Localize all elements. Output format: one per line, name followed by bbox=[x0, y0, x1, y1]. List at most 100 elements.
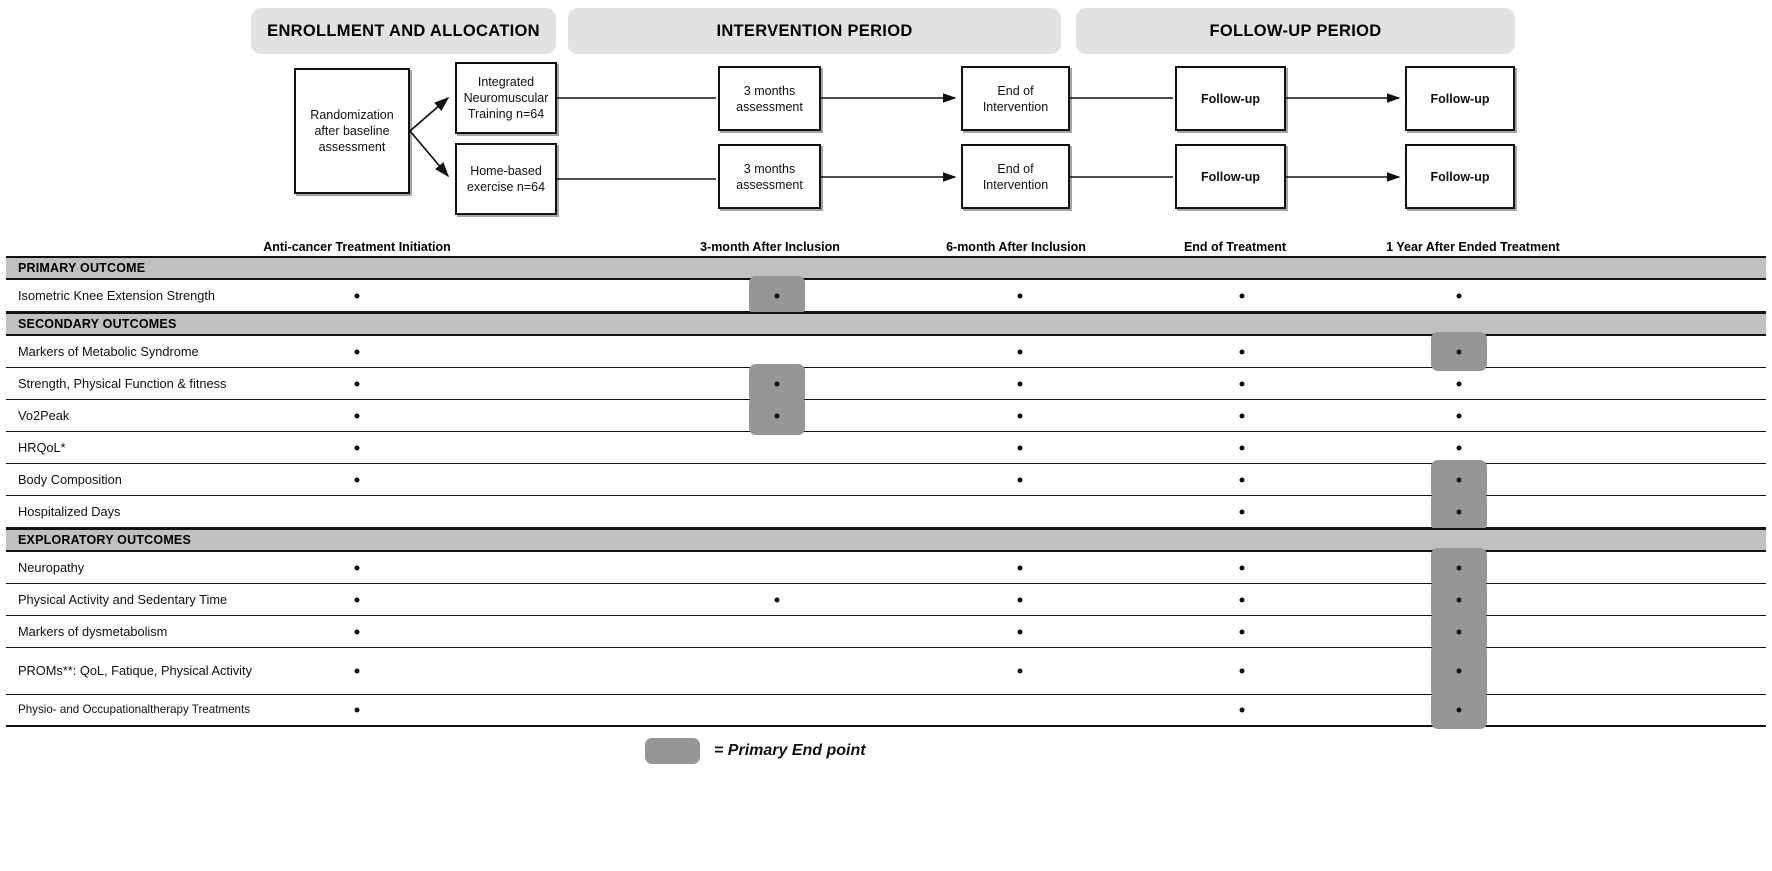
assessment-dot bbox=[1456, 668, 1462, 674]
flow-node-followup2-arm2: Follow-up bbox=[1405, 144, 1515, 209]
assessment-dot bbox=[1239, 597, 1245, 602]
assessment-dot bbox=[1239, 707, 1245, 713]
assessment-dot bbox=[1017, 668, 1023, 674]
flow-node-followup2-arm1: Follow-up bbox=[1405, 66, 1515, 131]
assessment-dot bbox=[774, 413, 780, 418]
assessment-dot bbox=[774, 597, 780, 602]
assessment-dot bbox=[354, 293, 360, 298]
timepoint-label-baseline: Anti-cancer Treatment Initiation bbox=[263, 240, 451, 254]
schedule-row: Physical Activity and Sedentary Time bbox=[6, 580, 1766, 619]
schedule-row: Physio- and Occupationaltherapy Treatmen… bbox=[6, 691, 1766, 729]
flow-node-end-intervention-arm1: End of Intervention bbox=[961, 66, 1070, 131]
schedule-row-label: Markers of dysmetabolism bbox=[18, 623, 168, 639]
timepoint-label-row: Anti-cancer Treatment Initiation 3-month… bbox=[0, 240, 1772, 262]
flow-node-arm-control: Home-based exercise n=64 bbox=[455, 143, 557, 215]
outcome-schedule-table: PRIMARY OUTCOME Isometric Knee Extension … bbox=[6, 256, 1766, 729]
timepoint-label-end-treatment: End of Treatment bbox=[1183, 240, 1287, 254]
assessment-dot bbox=[1017, 629, 1023, 634]
legend-swatch-primary-endpoint bbox=[645, 738, 700, 764]
assessment-dot bbox=[1239, 293, 1245, 298]
flow-node-3month-arm1: 3 months assessment bbox=[718, 66, 821, 131]
assessment-dot bbox=[354, 565, 360, 570]
assessment-dot bbox=[354, 445, 360, 450]
schedule-row: Neuropathy bbox=[6, 548, 1766, 587]
schedule-row-label: PROMs**: QoL, Fatique, Physical Activity bbox=[18, 663, 252, 678]
assessment-dot bbox=[1239, 477, 1245, 482]
schedule-section-title: PRIMARY OUTCOME bbox=[18, 261, 146, 275]
flow-node-3month-arm2: 3 months assessment bbox=[718, 144, 821, 209]
schedule-row-label: Physio- and Occupationaltherapy Treatmen… bbox=[18, 702, 250, 716]
schedule-row-label: Vo2Peak bbox=[18, 407, 70, 423]
assessment-dot bbox=[1456, 597, 1462, 602]
assessment-dot bbox=[774, 293, 780, 298]
assessment-dot bbox=[354, 668, 360, 674]
schedule-row-label: Physical Activity and Sedentary Time bbox=[18, 591, 228, 607]
assessment-dot bbox=[1239, 565, 1245, 570]
assessment-dot bbox=[354, 381, 360, 386]
assessment-dot bbox=[1017, 293, 1023, 298]
assessment-dot bbox=[1239, 445, 1245, 450]
assessment-dot bbox=[1017, 597, 1023, 602]
assessment-dot bbox=[1456, 445, 1462, 450]
assessment-dot bbox=[1456, 381, 1462, 386]
assessment-dot bbox=[1239, 509, 1245, 514]
assessment-dot bbox=[1456, 565, 1462, 570]
schedule-section-header: PRIMARY OUTCOME bbox=[6, 256, 1766, 280]
assessment-dot bbox=[354, 477, 360, 482]
legend: = Primary End point bbox=[645, 738, 866, 764]
flow-node-followup1-arm1: Follow-up bbox=[1175, 66, 1286, 131]
phase-banner-followup: FOLLOW-UP PERIOD bbox=[1076, 8, 1515, 54]
schedule-section-header: EXPLORATORY OUTCOMES bbox=[6, 528, 1766, 552]
schedule-row: Vo2Peak bbox=[6, 396, 1766, 435]
schedule-row-label: Hospitalized Days bbox=[18, 503, 121, 519]
timepoint-label-6month: 6-month After Inclusion bbox=[946, 240, 1086, 254]
study-flow-diagram: Randomization after baseline assessment … bbox=[0, 56, 1772, 236]
assessment-dot bbox=[1017, 413, 1023, 418]
assessment-dot bbox=[1456, 413, 1462, 418]
assessment-dot bbox=[1239, 413, 1245, 418]
schedule-section-title: SECONDARY OUTCOMES bbox=[18, 317, 177, 331]
assessment-dot bbox=[354, 597, 360, 602]
assessment-dot bbox=[354, 349, 360, 354]
flow-node-arm-intervention: Integrated Neuromuscular Training n=64 bbox=[455, 62, 557, 134]
schedule-row-label: HRQoL* bbox=[18, 439, 66, 455]
flow-node-followup1-arm2: Follow-up bbox=[1175, 144, 1286, 209]
assessment-dot bbox=[1239, 629, 1245, 634]
assessment-dot bbox=[1456, 293, 1462, 298]
phase-banner-intervention: INTERVENTION PERIOD bbox=[568, 8, 1061, 54]
schedule-row: Body Composition bbox=[6, 460, 1766, 499]
schedule-row: Markers of dysmetabolism bbox=[6, 612, 1766, 651]
schedule-row: Hospitalized Days bbox=[6, 492, 1766, 531]
flow-node-end-intervention-arm2: End of Intervention bbox=[961, 144, 1070, 209]
assessment-dot bbox=[1017, 445, 1023, 450]
assessment-dot bbox=[1456, 707, 1462, 713]
schedule-section-title: EXPLORATORY OUTCOMES bbox=[18, 533, 192, 547]
schedule-row-label: Isometric Knee Extension Strength bbox=[18, 287, 216, 303]
schedule-row-label: Strength, Physical Function & fitness bbox=[18, 375, 227, 391]
schedule-row: HRQoL* bbox=[6, 432, 1766, 464]
assessment-dot bbox=[1456, 477, 1462, 482]
legend-label: = Primary End point bbox=[714, 742, 866, 759]
assessment-dot bbox=[1017, 477, 1023, 482]
assessment-dot bbox=[1017, 565, 1023, 570]
assessment-dot bbox=[1456, 629, 1462, 634]
schedule-row-label: Neuropathy bbox=[18, 559, 85, 575]
assessment-dot bbox=[1017, 349, 1023, 354]
schedule-row: Isometric Knee Extension Strength bbox=[6, 276, 1766, 315]
flow-node-randomization: Randomization after baseline assessment bbox=[294, 68, 410, 194]
timepoint-label-3month: 3-month After Inclusion bbox=[700, 240, 840, 254]
schedule-row: Markers of Metabolic Syndrome bbox=[6, 332, 1766, 371]
assessment-dot bbox=[1456, 509, 1462, 514]
schedule-row: Strength, Physical Function & fitness bbox=[6, 364, 1766, 403]
assessment-dot bbox=[1239, 668, 1245, 674]
assessment-dot bbox=[1239, 381, 1245, 386]
phase-banner-row: ENROLLMENT AND ALLOCATION INTERVENTION P… bbox=[0, 8, 1772, 54]
schedule-row-label: Markers of Metabolic Syndrome bbox=[18, 343, 199, 359]
assessment-dot bbox=[354, 413, 360, 418]
schedule-section-header: SECONDARY OUTCOMES bbox=[6, 312, 1766, 336]
timepoint-label-1year: 1 Year After Ended Treatment bbox=[1386, 240, 1560, 254]
assessment-dot bbox=[354, 707, 360, 713]
phase-banner-enrollment: ENROLLMENT AND ALLOCATION bbox=[251, 8, 556, 54]
assessment-dot bbox=[1456, 349, 1462, 354]
assessment-dot bbox=[1239, 349, 1245, 354]
